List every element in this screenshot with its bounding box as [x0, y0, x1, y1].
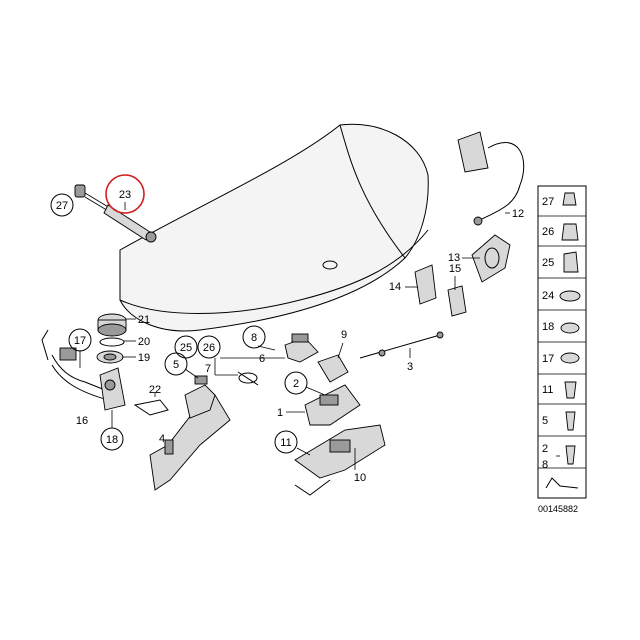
gas-strut	[74, 184, 157, 243]
callout-7[interactable]: 7	[205, 363, 211, 375]
hinge-bushings	[96, 313, 127, 364]
callout-label: 20	[138, 336, 150, 348]
callout-20[interactable]: 20	[138, 336, 150, 348]
callout-22[interactable]: 22	[149, 384, 161, 396]
callout-12[interactable]: 12	[512, 208, 524, 220]
callout-6[interactable]: 6	[259, 353, 265, 365]
callout-label: 4	[159, 433, 165, 445]
panel-label-8[interactable]: 8	[542, 459, 548, 471]
callout-1[interactable]: 1	[277, 407, 283, 419]
callout-label: 15	[449, 263, 461, 275]
callout-label: 9	[341, 329, 347, 341]
callout-label: 18	[106, 434, 118, 446]
callout-label: 22	[149, 384, 161, 396]
callout-label: 25	[180, 342, 192, 354]
hinge	[41, 329, 126, 411]
callout-14[interactable]: 14	[389, 281, 401, 293]
lock-actuator	[304, 384, 361, 426]
callout-label: 13	[448, 252, 460, 264]
callout-label: 21	[138, 314, 150, 326]
callout-11[interactable]: 11	[274, 430, 298, 454]
callout-label: 14	[389, 281, 401, 293]
panel-label-24[interactable]: 24	[542, 290, 554, 302]
callout-label: 1	[277, 407, 283, 419]
release-switch	[457, 131, 525, 226]
panel-label-26[interactable]: 26	[542, 226, 554, 238]
callout-9[interactable]: 9	[341, 329, 347, 341]
callout-label: 11	[280, 437, 291, 449]
latch-bracket	[184, 368, 216, 419]
trunk-lid	[119, 123, 429, 332]
callout-label: 23	[119, 189, 131, 201]
lock-cylinder-group	[237, 333, 319, 386]
highlight-circle	[105, 174, 145, 214]
callout-label: 10	[354, 472, 366, 484]
callout-10[interactable]: 10	[354, 472, 366, 484]
parts-panel	[537, 185, 587, 499]
release-cable	[359, 331, 444, 359]
panel-label-11[interactable]: 11	[542, 384, 553, 396]
callout-27[interactable]: 27	[50, 193, 74, 217]
callout-18[interactable]: 18	[100, 427, 124, 451]
callout-label: 3	[407, 361, 413, 373]
panel-shape-icon	[545, 477, 579, 489]
panel-label-18[interactable]: 18	[542, 321, 554, 333]
callout-label: 7	[205, 363, 211, 375]
callout-8[interactable]: 8	[242, 325, 266, 349]
callout-16[interactable]: 16	[76, 415, 88, 427]
panel-label-27[interactable]: 27	[542, 196, 554, 208]
panel-label-5[interactable]: 5	[542, 415, 548, 427]
callout-label: 5	[173, 359, 179, 371]
callout-2[interactable]: 2	[284, 371, 308, 395]
callout-3[interactable]: 3	[407, 361, 413, 373]
callout-label: 19	[138, 352, 150, 364]
trunk-latch	[294, 424, 386, 496]
callout-label: 2	[293, 378, 299, 390]
lock-bracket	[149, 394, 231, 491]
parts-panel-labels: 27 26 25 24 18 17 11 5 2 8	[542, 196, 554, 471]
handle-parts	[414, 234, 511, 317]
callout-label: 27	[56, 200, 68, 212]
callout-label: 26	[203, 342, 215, 354]
panel-label-17[interactable]: 17	[542, 353, 554, 365]
emblem-icon	[322, 260, 338, 270]
lock-switch	[317, 342, 349, 383]
callout-26[interactable]: 26	[197, 335, 221, 359]
callout-13[interactable]: 13	[448, 252, 460, 264]
panel-label-25[interactable]: 25	[542, 257, 554, 269]
callout-label: 12	[512, 208, 524, 220]
callout-25[interactable]: 25	[174, 335, 198, 359]
callout-label: 16	[76, 415, 88, 427]
callout-label: 17	[74, 335, 86, 347]
callout-5[interactable]: 5	[164, 352, 188, 376]
callout-23[interactable]: 23	[119, 189, 131, 201]
callout-label: 6	[259, 353, 265, 365]
panel-label-2[interactable]: 2	[542, 443, 548, 455]
callout-label: 8	[251, 332, 257, 344]
clip-bracket	[133, 399, 169, 416]
callout-17[interactable]: 17	[68, 328, 92, 352]
callout-21[interactable]: 21	[138, 314, 150, 326]
callout-19[interactable]: 19	[138, 352, 150, 364]
diagram-code: 00145882	[538, 504, 578, 514]
callout-4[interactable]: 4	[159, 433, 165, 445]
callout-15[interactable]: 15	[449, 263, 461, 275]
